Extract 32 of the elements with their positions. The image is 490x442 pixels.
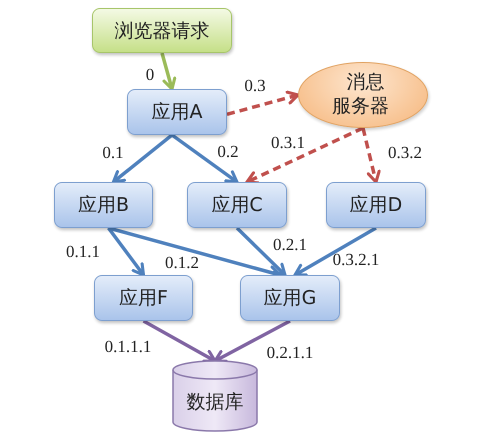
request-box: 浏览器请求 bbox=[92, 8, 232, 53]
edge-label: 0.2.1.1 bbox=[266, 343, 314, 363]
process-box: 应用D bbox=[326, 182, 426, 228]
process-box: 应用G bbox=[240, 275, 340, 321]
edge-label: 0.2 bbox=[217, 142, 239, 162]
arrow bbox=[236, 226, 287, 277]
edge-label: 0.3.2.1 bbox=[332, 250, 380, 270]
edge-label: 0.3 bbox=[244, 76, 266, 96]
server-ellipse: 消息服务器 bbox=[298, 62, 428, 128]
database-cylinder: 数据库 bbox=[172, 360, 258, 432]
arrow bbox=[361, 128, 381, 184]
edge-label: 0.3.2 bbox=[388, 143, 422, 163]
edge-label: 0.1.1 bbox=[66, 242, 100, 262]
arrow bbox=[160, 52, 176, 91]
arrow bbox=[142, 319, 217, 363]
arrow bbox=[226, 90, 300, 116]
arrow bbox=[170, 134, 239, 184]
arrow bbox=[245, 126, 364, 184]
process-box: 应用F bbox=[94, 275, 193, 321]
edge-label: 0.1 bbox=[102, 143, 124, 163]
arrow bbox=[112, 134, 174, 184]
edge-label: 0.1.2 bbox=[165, 253, 199, 273]
process-box: 应用C bbox=[187, 182, 287, 228]
arrow bbox=[107, 226, 146, 277]
edge-label: 0.2.1 bbox=[273, 235, 307, 255]
edge-label: 0.1.1.1 bbox=[104, 337, 152, 357]
arrow bbox=[213, 319, 291, 363]
arrow bbox=[293, 226, 377, 277]
edge-label: 0 bbox=[146, 65, 154, 85]
process-box: 应用B bbox=[54, 182, 153, 228]
process-box: 应用A bbox=[127, 89, 227, 135]
edge-label: 0.3.1 bbox=[271, 133, 305, 153]
